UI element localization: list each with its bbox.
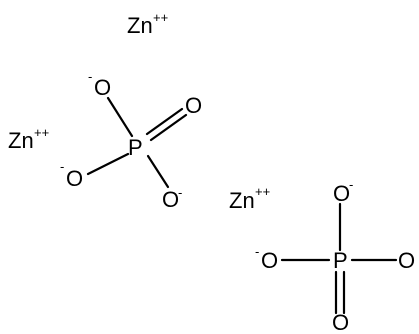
phosphate-1-oxygen-bottom: O [162,187,179,212]
phosphate-group-2: P O - - O O O [255,177,415,334]
phosphate-1-oxygen-top: O [94,75,111,100]
zinc-ion-3-symbol: Zn [229,188,255,213]
phosphate-2-oxygen-right: O [398,248,415,273]
bond-p1-o-double-a [145,107,184,136]
phosphate-2-oxygen-top: O [333,181,350,206]
zinc-ion-1-charge: ++ [153,10,168,25]
phosphate-group-1: P O - O - O O - [60,69,202,212]
phosphate-2-oxygen-double: O [332,310,349,334]
phosphate-2-oxygen-left: O [261,248,278,273]
zinc-ion-3-charge: ++ [255,184,270,199]
zinc-ion-2-charge: ++ [34,125,49,140]
phosphate-2-phosphorus: P [333,248,348,273]
bond-p1-o-double-b [149,113,188,142]
zinc-ion-2-symbol: Zn [8,128,34,153]
phosphate-1-oxygen-bottom-charge: - [178,185,182,200]
phosphate-1-oxygen-top-charge: - [88,69,92,84]
phosphate-1-oxygen-left-charge: - [60,159,64,174]
phosphate-2-oxygen-left-charge: - [255,244,259,259]
bond-p1-o-left [86,152,130,176]
phosphate-1-oxygen-left: O [66,166,83,191]
zinc-ion-1: Zn ++ [127,10,168,38]
phosphate-1-phosphorus: P [128,135,143,160]
bond-p1-o-bottom [146,154,170,189]
zinc-ion-1-symbol: Zn [127,13,153,38]
bond-p1-o-top [106,96,134,138]
zinc-ion-2: Zn ++ [8,125,49,153]
phosphate-1-oxygen-double: O [185,93,202,118]
zinc-ion-3: Zn ++ [229,184,270,213]
phosphate-2-oxygen-top-charge: - [349,177,353,192]
